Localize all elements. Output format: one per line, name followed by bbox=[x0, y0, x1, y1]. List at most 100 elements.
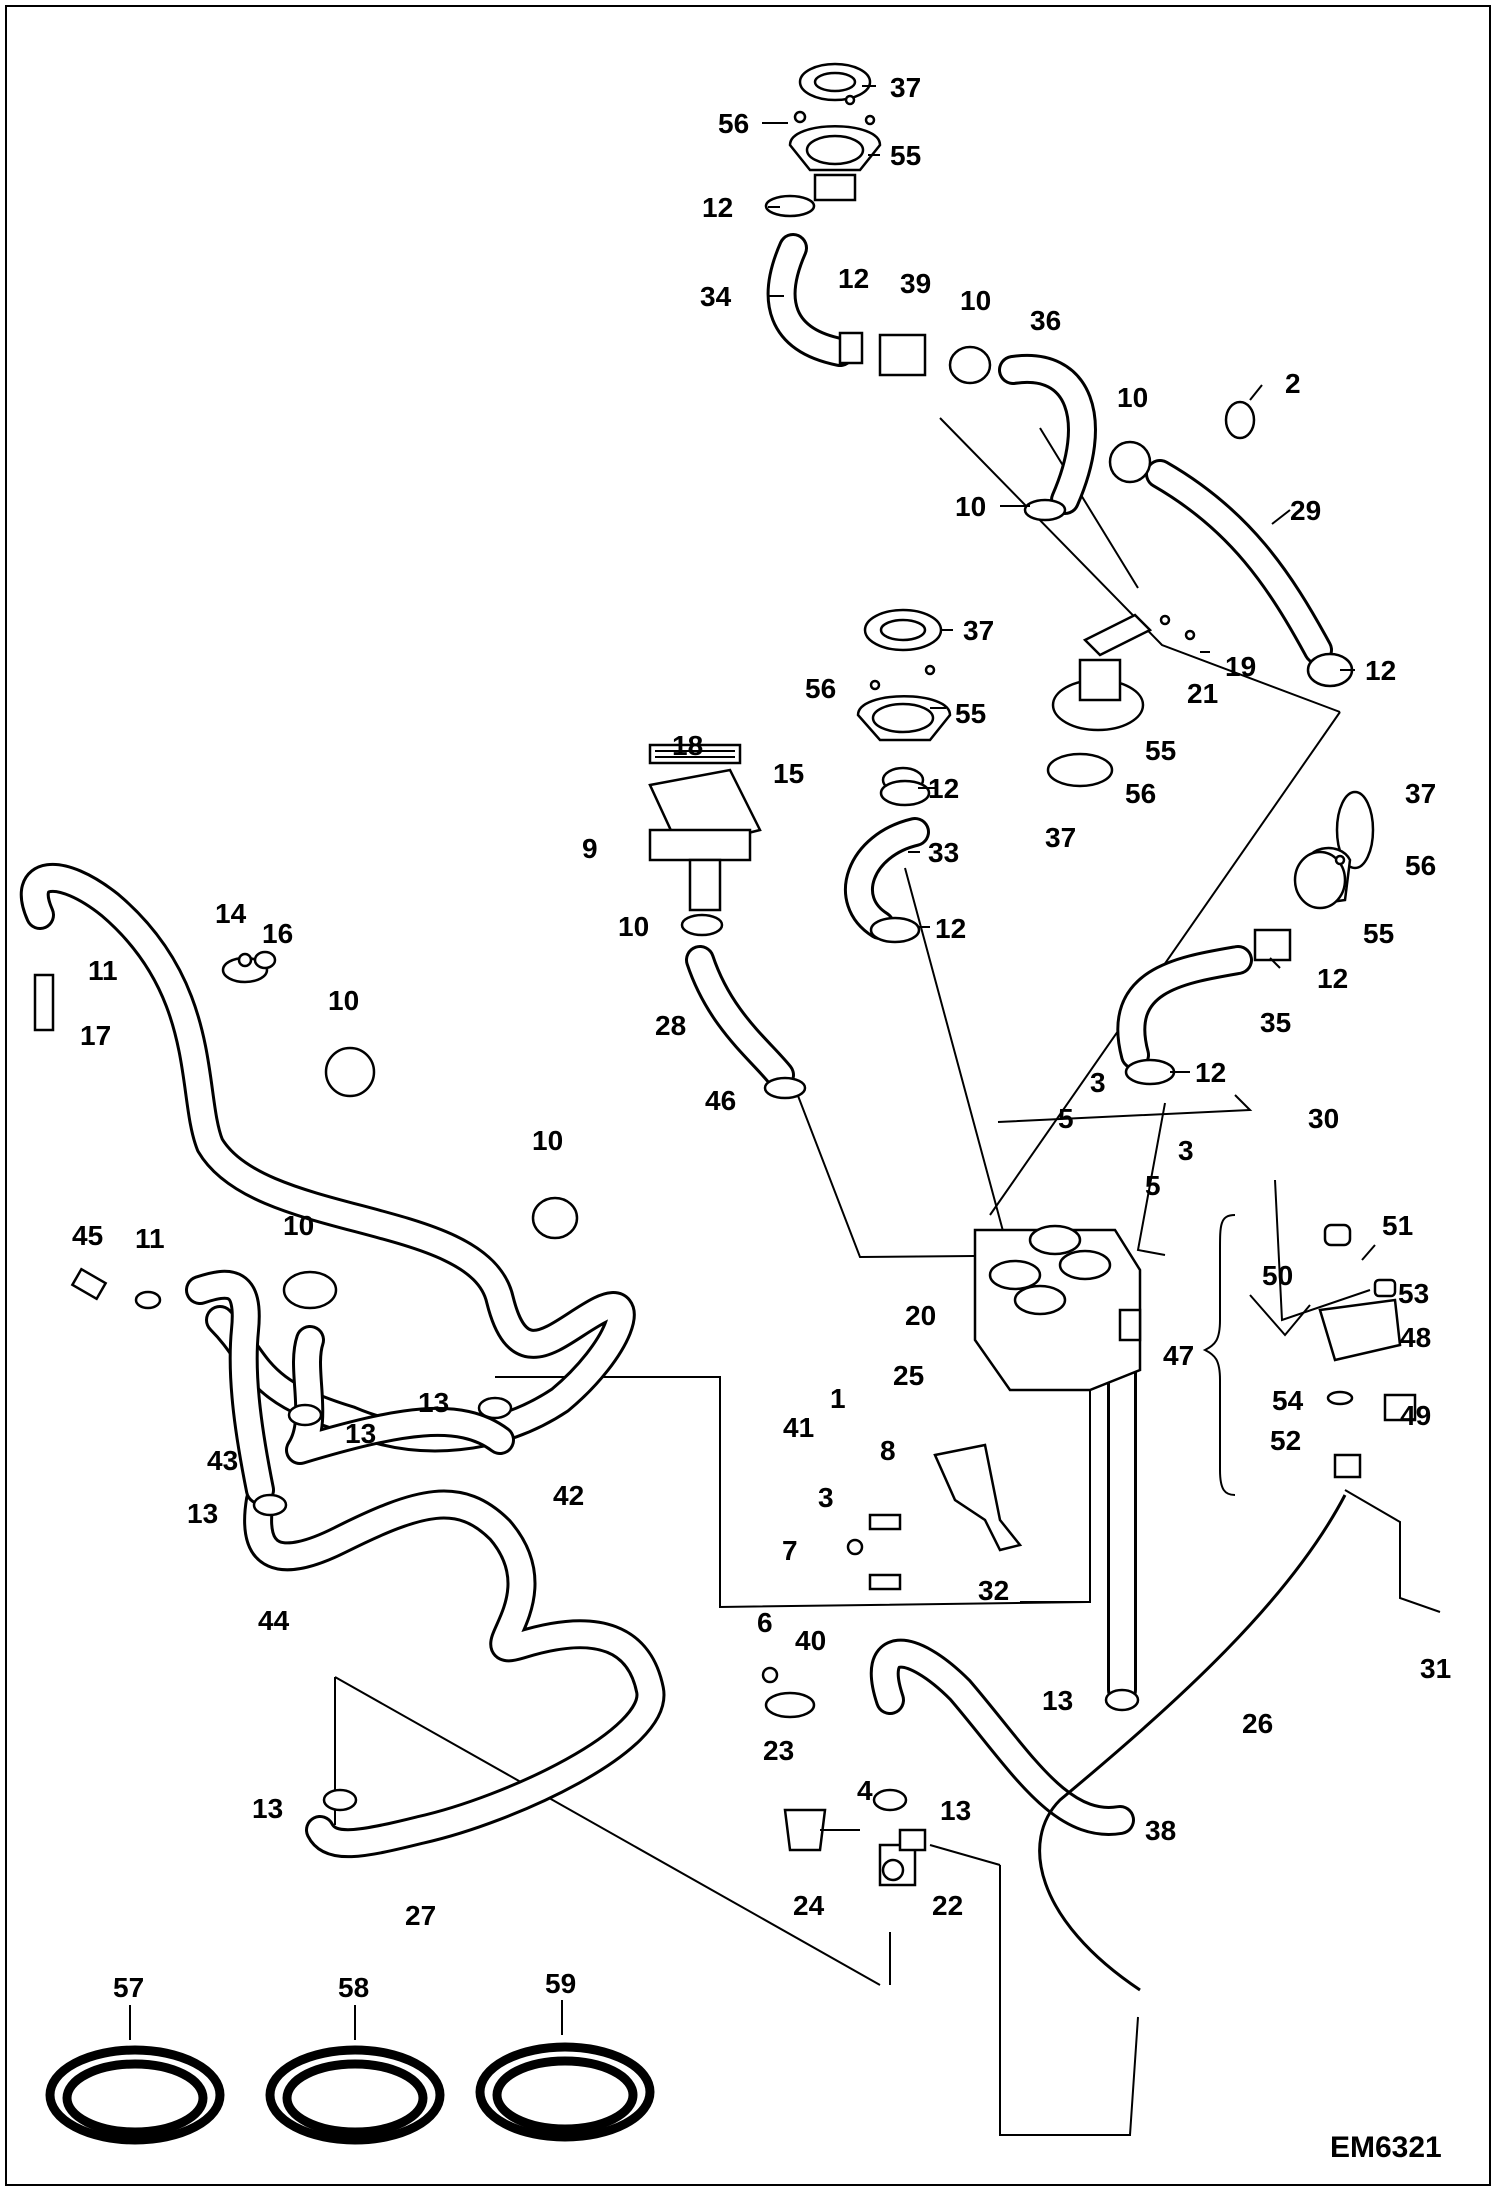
hose-34 bbox=[766, 233, 855, 367]
callout-16: 16 bbox=[262, 918, 293, 949]
callout-11: 11 bbox=[88, 955, 118, 986]
callout-56: 56 bbox=[1405, 850, 1436, 881]
leader-lines bbox=[334, 417, 1441, 2136]
callout-7: 7 bbox=[782, 1535, 798, 1566]
callout-3: 3 bbox=[818, 1482, 834, 1513]
callout-4: 4 bbox=[857, 1775, 873, 1806]
callout-26: 26 bbox=[1242, 1708, 1273, 1739]
callout-22: 22 bbox=[932, 1890, 963, 1921]
callout-23: 23 bbox=[763, 1735, 794, 1766]
callout-5: 5 bbox=[1058, 1103, 1074, 1134]
callout-39: 39 bbox=[900, 268, 931, 299]
callout-41: 41 bbox=[783, 1412, 814, 1443]
callout-55: 55 bbox=[1145, 735, 1176, 766]
callout-10: 10 bbox=[532, 1125, 563, 1156]
diagram-frame bbox=[5, 5, 1491, 2186]
callout-50: 50 bbox=[1262, 1260, 1293, 1291]
hose-coil-59 bbox=[475, 2042, 655, 2142]
callout-12: 12 bbox=[928, 773, 959, 804]
vent-assembly-center bbox=[856, 608, 952, 794]
hose-large-loop bbox=[19, 862, 636, 1453]
hose-44-loop bbox=[243, 1485, 666, 1859]
hose-coil-58 bbox=[265, 2045, 445, 2145]
callout-53: 53 bbox=[1398, 1278, 1429, 1309]
callout-42: 42 bbox=[553, 1480, 584, 1511]
callout-31: 31 bbox=[1420, 1653, 1451, 1684]
cable-26 bbox=[1038, 1494, 1347, 1992]
callout-leaders bbox=[762, 85, 1376, 1261]
callout-37: 37 bbox=[890, 72, 921, 103]
callout-46: 46 bbox=[705, 1085, 736, 1116]
callout-56: 56 bbox=[1125, 778, 1156, 809]
callout-17: 17 bbox=[80, 1020, 111, 1051]
vent-assembly-right bbox=[1253, 790, 1375, 962]
callout-37: 37 bbox=[1045, 822, 1076, 853]
vent-assembly-right-mid bbox=[1046, 613, 1196, 788]
callout-12: 12 bbox=[838, 263, 869, 294]
callout-12: 12 bbox=[935, 913, 966, 944]
callout-10: 10 bbox=[328, 985, 359, 1016]
callout-29: 29 bbox=[1290, 495, 1321, 526]
callout-51: 51 bbox=[1382, 1210, 1413, 1241]
callout-18: 18 bbox=[672, 730, 703, 761]
coil-leaders bbox=[129, 2000, 563, 2040]
callout-10: 10 bbox=[955, 491, 986, 522]
callout-58: 58 bbox=[338, 1972, 369, 2003]
callout-33: 33 bbox=[928, 837, 959, 868]
group-brace-47 bbox=[1202, 1214, 1236, 1496]
callout-12: 12 bbox=[1317, 963, 1348, 994]
heater-core-20 bbox=[973, 1224, 1142, 1392]
callout-47: 47 bbox=[1163, 1340, 1194, 1371]
hose-33 bbox=[844, 817, 930, 940]
hose-38 bbox=[869, 1638, 1135, 1836]
water-valve-22 bbox=[878, 1828, 927, 1887]
callout-48: 48 bbox=[1400, 1322, 1431, 1353]
callout-25: 25 bbox=[893, 1360, 924, 1391]
vent-assembly-top bbox=[788, 62, 882, 202]
hose-35 bbox=[1116, 945, 1253, 1070]
callout-55: 55 bbox=[955, 698, 986, 729]
callout-45: 45 bbox=[72, 1220, 103, 1251]
callout-44: 44 bbox=[258, 1605, 290, 1636]
callout-40: 40 bbox=[795, 1625, 826, 1656]
callout-12: 12 bbox=[702, 192, 733, 223]
callout-13: 13 bbox=[345, 1418, 376, 1449]
hose-36 bbox=[998, 353, 1097, 515]
callout-43: 43 bbox=[207, 1445, 238, 1476]
callout-24: 24 bbox=[793, 1890, 825, 1921]
callout-13: 13 bbox=[252, 1793, 283, 1824]
callout-13: 13 bbox=[940, 1795, 971, 1826]
callout-38: 38 bbox=[1145, 1815, 1176, 1846]
hose-42 bbox=[285, 1325, 515, 1465]
callout-37: 37 bbox=[963, 615, 994, 646]
callout-3: 3 bbox=[1178, 1135, 1194, 1166]
callout-13: 13 bbox=[1042, 1685, 1073, 1716]
callout-37: 37 bbox=[1405, 778, 1436, 809]
callout-21: 21 bbox=[1187, 678, 1218, 709]
callout-36: 36 bbox=[1030, 305, 1061, 336]
callout-2: 2 bbox=[1285, 368, 1301, 399]
callout-12: 12 bbox=[1365, 655, 1396, 686]
callout-11: 11 bbox=[135, 1223, 165, 1254]
callout-8: 8 bbox=[880, 1435, 896, 1466]
callout-55: 55 bbox=[890, 140, 921, 171]
hose-29 bbox=[1145, 459, 1333, 665]
callout-10: 10 bbox=[1117, 382, 1148, 413]
callout-34: 34 bbox=[700, 281, 732, 312]
callout-13: 13 bbox=[187, 1498, 218, 1529]
callout-55: 55 bbox=[1363, 918, 1394, 949]
callout-19: 19 bbox=[1225, 651, 1256, 682]
callout-labels: 37 56 55 12 34 12 39 10 36 2 10 10 29 37… bbox=[72, 72, 1451, 2164]
callout-3: 3 bbox=[1090, 1067, 1106, 1098]
callout-1: 1 bbox=[830, 1383, 846, 1414]
callout-27: 27 bbox=[405, 1900, 436, 1931]
callout-30: 30 bbox=[1308, 1103, 1339, 1134]
callout-20: 20 bbox=[905, 1300, 936, 1331]
callout-28: 28 bbox=[655, 1010, 686, 1041]
callout-56: 56 bbox=[718, 108, 749, 139]
clamp-40 bbox=[761, 1666, 816, 1719]
callout-12: 12 bbox=[1195, 1057, 1226, 1088]
hose-clamps bbox=[33, 194, 1354, 1812]
callout-57: 57 bbox=[113, 1972, 144, 2003]
